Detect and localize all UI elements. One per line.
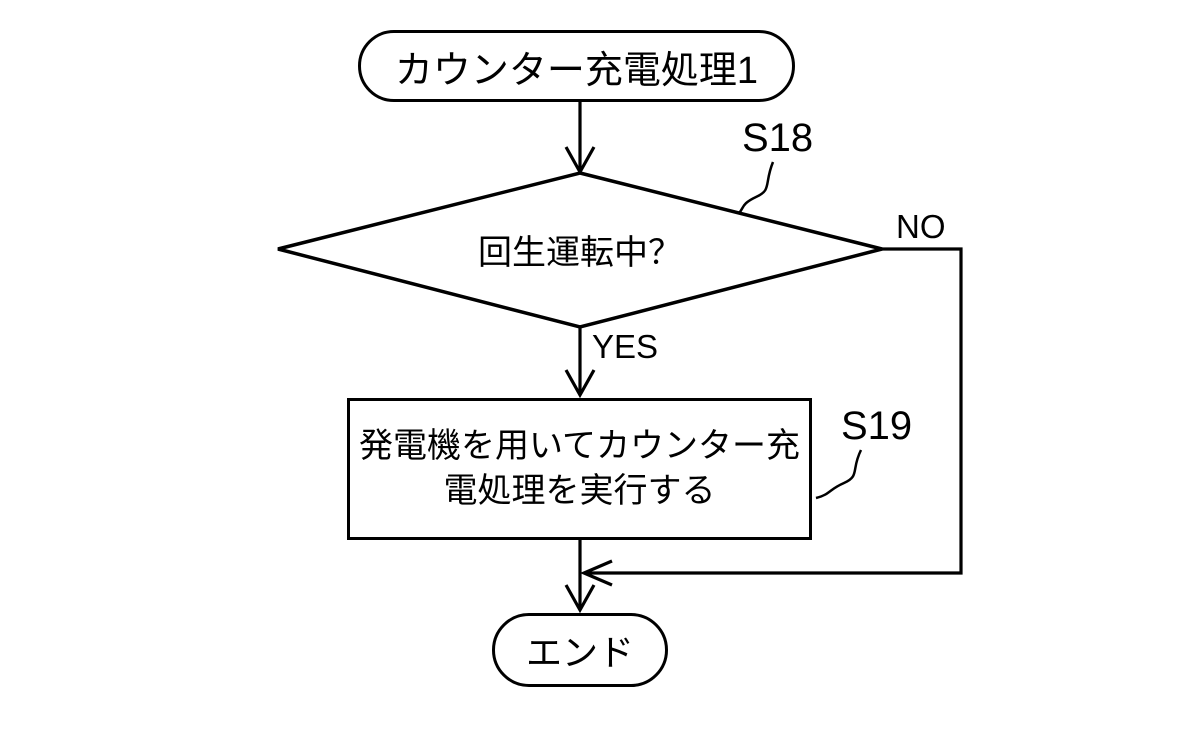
- decision-node-label: 回生運転中？: [478, 233, 682, 272]
- start-terminal-label: カウンター充電処理1: [394, 49, 759, 92]
- end-terminal-label: エンド: [525, 632, 634, 673]
- no-branch-label: NO: [896, 208, 946, 245]
- decision-node-label-container: 回生運転中？: [430, 229, 730, 272]
- process-node: 発電機を用いてカウンター充 電処理を実行する: [347, 398, 812, 540]
- process-node-label-line1: 発電機を用いてカウンター充: [359, 427, 800, 465]
- end-terminal-node: エンド: [492, 613, 668, 687]
- step-label-s19: S19: [841, 404, 913, 448]
- process-node-label-line2: 電処理を実行する: [443, 472, 716, 510]
- yes-branch-label: YES: [592, 328, 659, 365]
- arrowhead-into-process-icon: [564, 369, 596, 399]
- arrowhead-no-join-icon: [579, 559, 613, 587]
- s19-leader-line: [815, 449, 863, 500]
- edge-no-branch: [586, 247, 963, 575]
- start-terminal-node: カウンター充電処理1: [358, 30, 795, 102]
- s18-leader-line: [738, 161, 775, 214]
- arrowhead-into-end-icon: [564, 584, 596, 614]
- step-label-s18: S18: [742, 116, 814, 160]
